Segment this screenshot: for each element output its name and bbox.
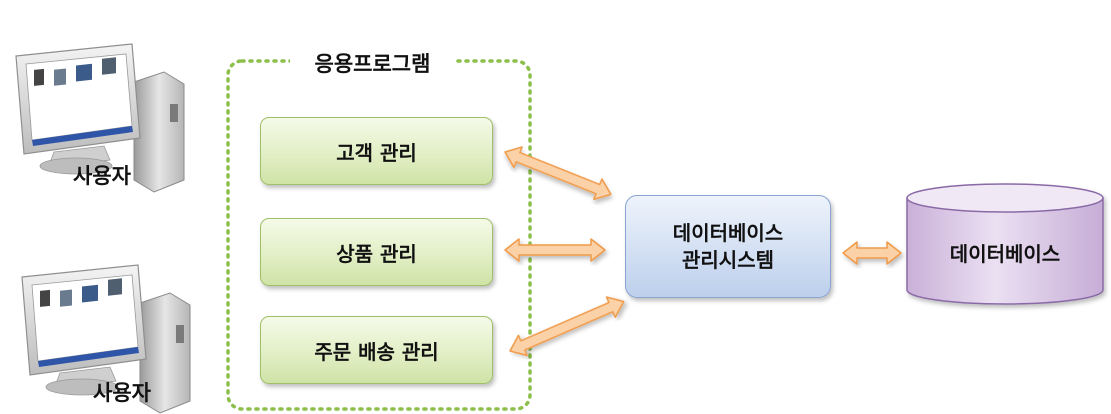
dbms-label-line2: 관리시스템 xyxy=(682,247,774,272)
double-arrow-icon xyxy=(842,241,902,265)
dbms-label-line1: 데이터베이스 xyxy=(672,220,784,245)
computer-icon xyxy=(21,264,191,414)
double-arrow-icon xyxy=(509,296,625,357)
computer-icon xyxy=(15,43,185,193)
user-label: 사용자 xyxy=(73,164,131,188)
module-order-delivery-management: 주문 배송 관리 xyxy=(260,316,493,384)
application-title: 응용프로그램 xyxy=(290,48,455,78)
user-label: 사용자 xyxy=(93,381,151,405)
dbms-box: 데이터베이스 관리시스템 xyxy=(625,195,831,298)
module-customer-management: 고객 관리 xyxy=(260,117,493,185)
database-label: 데이터베이스 xyxy=(949,242,1061,266)
module-label: 상품 관리 xyxy=(336,241,417,266)
database-cylinder xyxy=(906,183,1104,305)
double-arrow-icon xyxy=(504,238,606,262)
double-arrow-icon xyxy=(504,146,612,201)
module-label: 고객 관리 xyxy=(336,140,417,165)
module-label: 주문 배송 관리 xyxy=(314,339,439,364)
module-product-management: 상품 관리 xyxy=(260,218,493,286)
